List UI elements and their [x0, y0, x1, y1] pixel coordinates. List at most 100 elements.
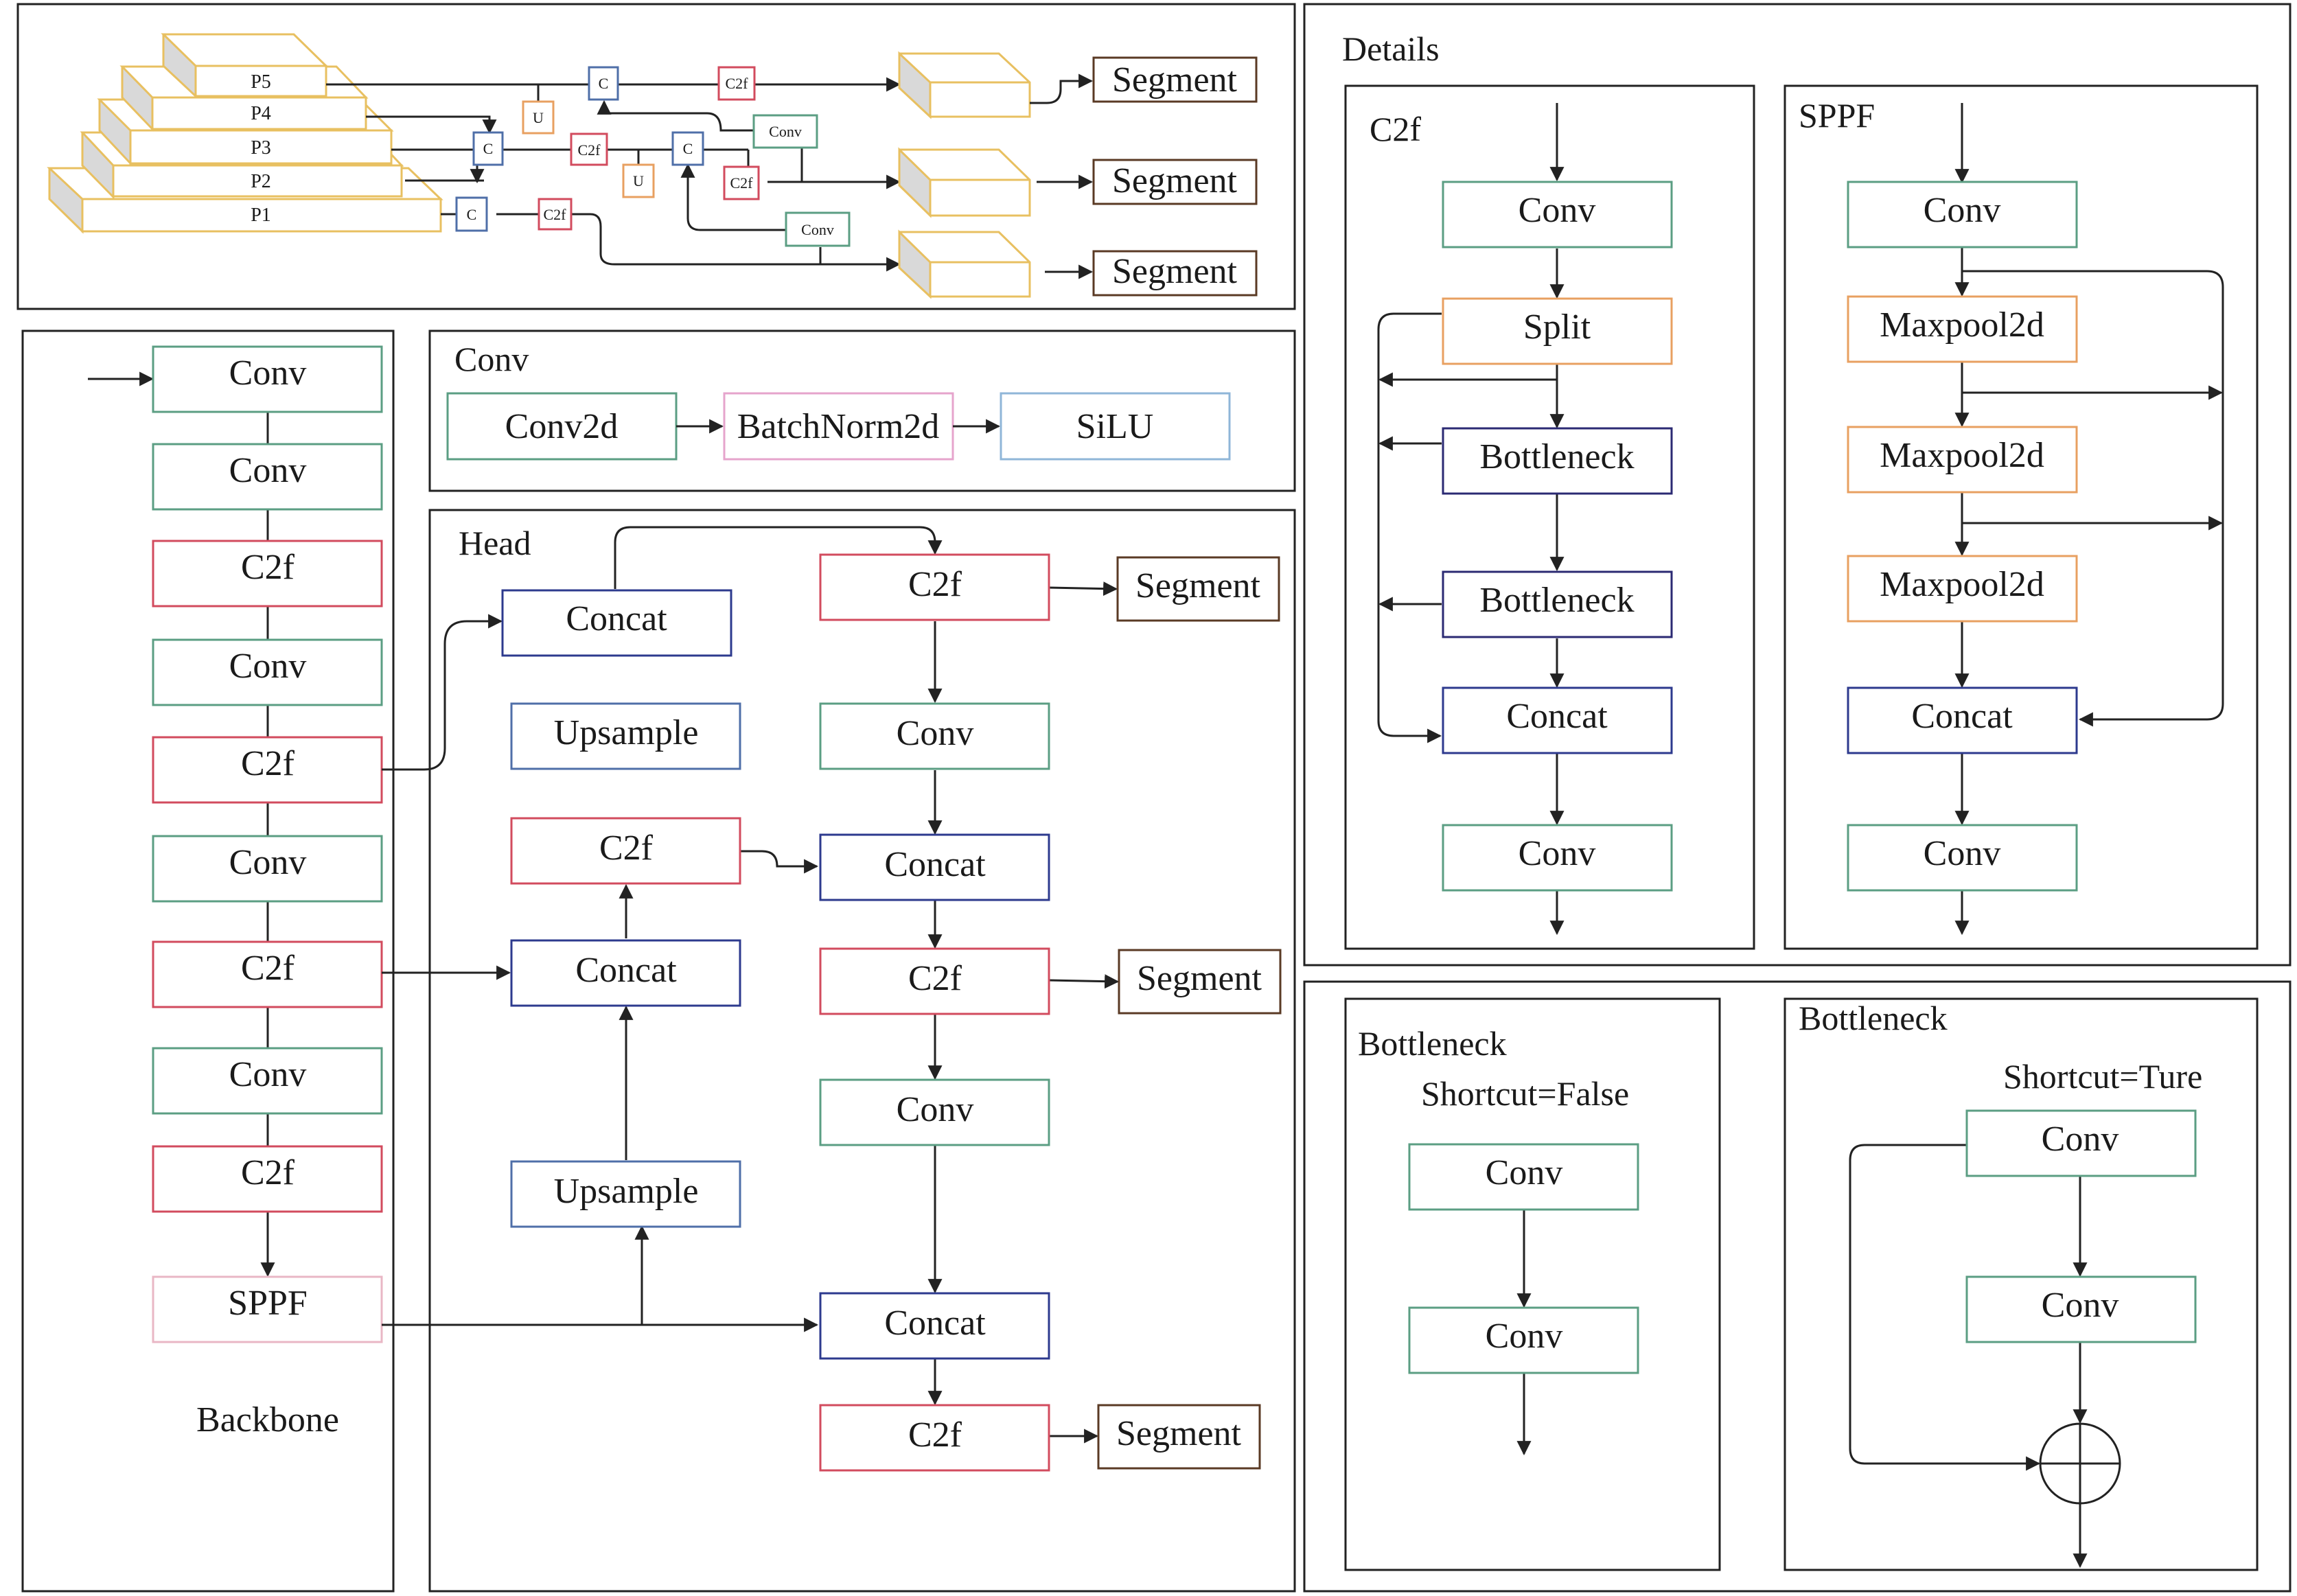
svg-text:BatchNorm2d: BatchNorm2d	[737, 407, 940, 446]
head-concat-top	[501, 589, 732, 657]
head-conv-1	[819, 702, 1050, 770]
svg-text:Concat: Concat	[575, 951, 677, 990]
head-conv-2	[819, 1078, 1050, 1146]
svg-text:Conv: Conv	[1924, 191, 2001, 230]
svg-text:Conv: Conv	[229, 451, 307, 490]
bottleneck-false-conv-2	[1408, 1306, 1639, 1374]
svg-text:Bottleneck: Bottleneck	[1479, 581, 1634, 620]
svg-text:Conv: Conv	[769, 123, 802, 140]
c2f-detail-bottleneck-1	[1442, 427, 1673, 495]
c2f-detail-conv-2	[1442, 824, 1673, 892]
svg-text:Conv: Conv	[229, 354, 307, 393]
svg-text:C: C	[599, 75, 609, 92]
c2f-detail-split	[1442, 297, 1673, 365]
svg-text:Conv: Conv	[1924, 834, 2001, 873]
overview-small-blocks: C C2f U Conv C C2f C U C2f C C2f Conv	[455, 66, 851, 247]
svg-text:Conv: Conv	[1486, 1317, 1563, 1356]
svg-text:Concat: Concat	[884, 845, 986, 884]
pyramid-label-p1: P1	[251, 205, 271, 226]
sppf-detail-conv-1	[1847, 181, 2078, 248]
svg-text:Segment: Segment	[1135, 566, 1261, 605]
svg-text:C: C	[683, 140, 693, 157]
backbone-block-9	[152, 1145, 383, 1213]
head-panel: Head Concat Upsample C2f Concat Upsample	[382, 509, 1296, 1593]
overview-c2f-3	[723, 165, 760, 200]
backbone-block-5	[152, 736, 383, 804]
svg-text:Segment: Segment	[1137, 959, 1262, 998]
head-segment-3	[1097, 1404, 1261, 1470]
svg-text:Bottleneck: Bottleneck	[1479, 437, 1634, 476]
add-icon	[2039, 1422, 2121, 1505]
svg-text:Segment: Segment	[1112, 161, 1238, 200]
pyramid-label-p5: P5	[251, 71, 271, 93]
sppf-detail-conv-2	[1847, 824, 2078, 892]
svg-text:Upsample: Upsample	[554, 713, 699, 752]
head-segment-2	[1118, 949, 1282, 1015]
output-block-3	[898, 229, 1031, 299]
svg-text:C2f: C2f	[241, 744, 295, 783]
svg-text:Conv: Conv	[897, 714, 974, 753]
svg-text:Maxpool2d: Maxpool2d	[1880, 565, 2044, 604]
bottleneck-true-subtitle: Shortcut=Ture	[2003, 1057, 2202, 1096]
sppf-detail-panel: SPPF Conv Maxpool2d Maxpool2d Maxpool2d …	[1784, 84, 2259, 950]
svg-text:C2f: C2f	[241, 548, 295, 587]
bottleneck-true-panel: Bottleneck Shortcut=Ture Conv Conv	[1784, 997, 2259, 1571]
svg-text:U: U	[533, 109, 544, 126]
sppf-detail-maxpool-2	[1847, 426, 2078, 494]
svg-text:Conv2d: Conv2d	[505, 407, 619, 446]
overview-segment-2	[1092, 159, 1258, 205]
backbone-panel: Conv Conv C2f Conv C2f Conv C2f Conv C2f…	[21, 329, 395, 1593]
svg-text:Upsample: Upsample	[554, 1172, 699, 1211]
svg-text:C2f: C2f	[730, 174, 754, 192]
bottleneck-false-panel: Bottleneck Shortcut=False Conv Conv	[1344, 997, 1721, 1571]
c2f-detail-concat	[1442, 686, 1673, 754]
overview-panel: P1 P2 P3 P4	[16, 3, 1296, 310]
bottleneck-true-conv-2	[1965, 1275, 2197, 1343]
svg-text:Segment: Segment	[1112, 252, 1238, 291]
head-upsample-bottom	[510, 1160, 741, 1228]
svg-text:C2f: C2f	[241, 949, 295, 988]
c2f-detail-panel: C2f Conv Split Bottleneck Bottleneck Con…	[1344, 84, 1755, 950]
backbone-block-4	[152, 638, 383, 706]
svg-text:Conv: Conv	[229, 1055, 307, 1094]
svg-text:Maxpool2d: Maxpool2d	[1880, 436, 2044, 475]
output-block-1	[898, 51, 1031, 119]
overview-concat-3	[671, 131, 704, 166]
head-concat-2	[819, 1292, 1050, 1360]
overview-upsample-1	[522, 100, 555, 135]
svg-text:SiLU: SiLU	[1076, 407, 1154, 446]
svg-text:C2f: C2f	[599, 829, 654, 868]
overview-concat-2	[472, 131, 504, 166]
svg-text:Maxpool2d: Maxpool2d	[1880, 305, 2044, 345]
svg-text:Conv: Conv	[1519, 834, 1596, 873]
head-c2f-1	[819, 553, 1050, 621]
overview-c2f-4	[538, 198, 573, 231]
backbone-block-2	[152, 443, 383, 511]
backbone-block-10	[152, 1275, 383, 1343]
head-title: Head	[459, 524, 531, 562]
svg-text:Split: Split	[1523, 308, 1591, 347]
c2f-detail-conv-1	[1442, 181, 1673, 248]
svg-text:Concat: Concat	[566, 599, 667, 638]
svg-text:C2f: C2f	[544, 206, 567, 223]
details-panel: Details C2f Conv Split Bottleneck Bottle…	[1303, 3, 2292, 967]
overview-segment-1	[1092, 56, 1258, 103]
conv-detail-title: Conv	[454, 340, 529, 378]
sppf-detail-concat	[1847, 686, 2078, 754]
svg-text:Concat: Concat	[884, 1304, 986, 1343]
svg-text:C2f: C2f	[908, 1415, 962, 1455]
bottleneck-true-title: Bottleneck	[1799, 999, 1948, 1037]
head-concat-mid	[510, 939, 741, 1007]
overview-concat-1	[588, 66, 619, 101]
head-upsample-top	[510, 702, 741, 770]
svg-text:C: C	[483, 140, 494, 157]
conv-detail-panel: Conv Conv2d BatchNorm2d SiLU	[428, 329, 1296, 492]
svg-text:Conv: Conv	[229, 647, 307, 686]
silu-block	[1000, 392, 1231, 461]
overview-upsample-2	[622, 163, 655, 198]
svg-text:Segment: Segment	[1116, 1414, 1242, 1453]
overview-conv-2	[785, 211, 851, 247]
backbone-block-1	[152, 345, 383, 413]
svg-text:Conv: Conv	[229, 843, 307, 882]
svg-text:Conv: Conv	[1519, 191, 1596, 230]
